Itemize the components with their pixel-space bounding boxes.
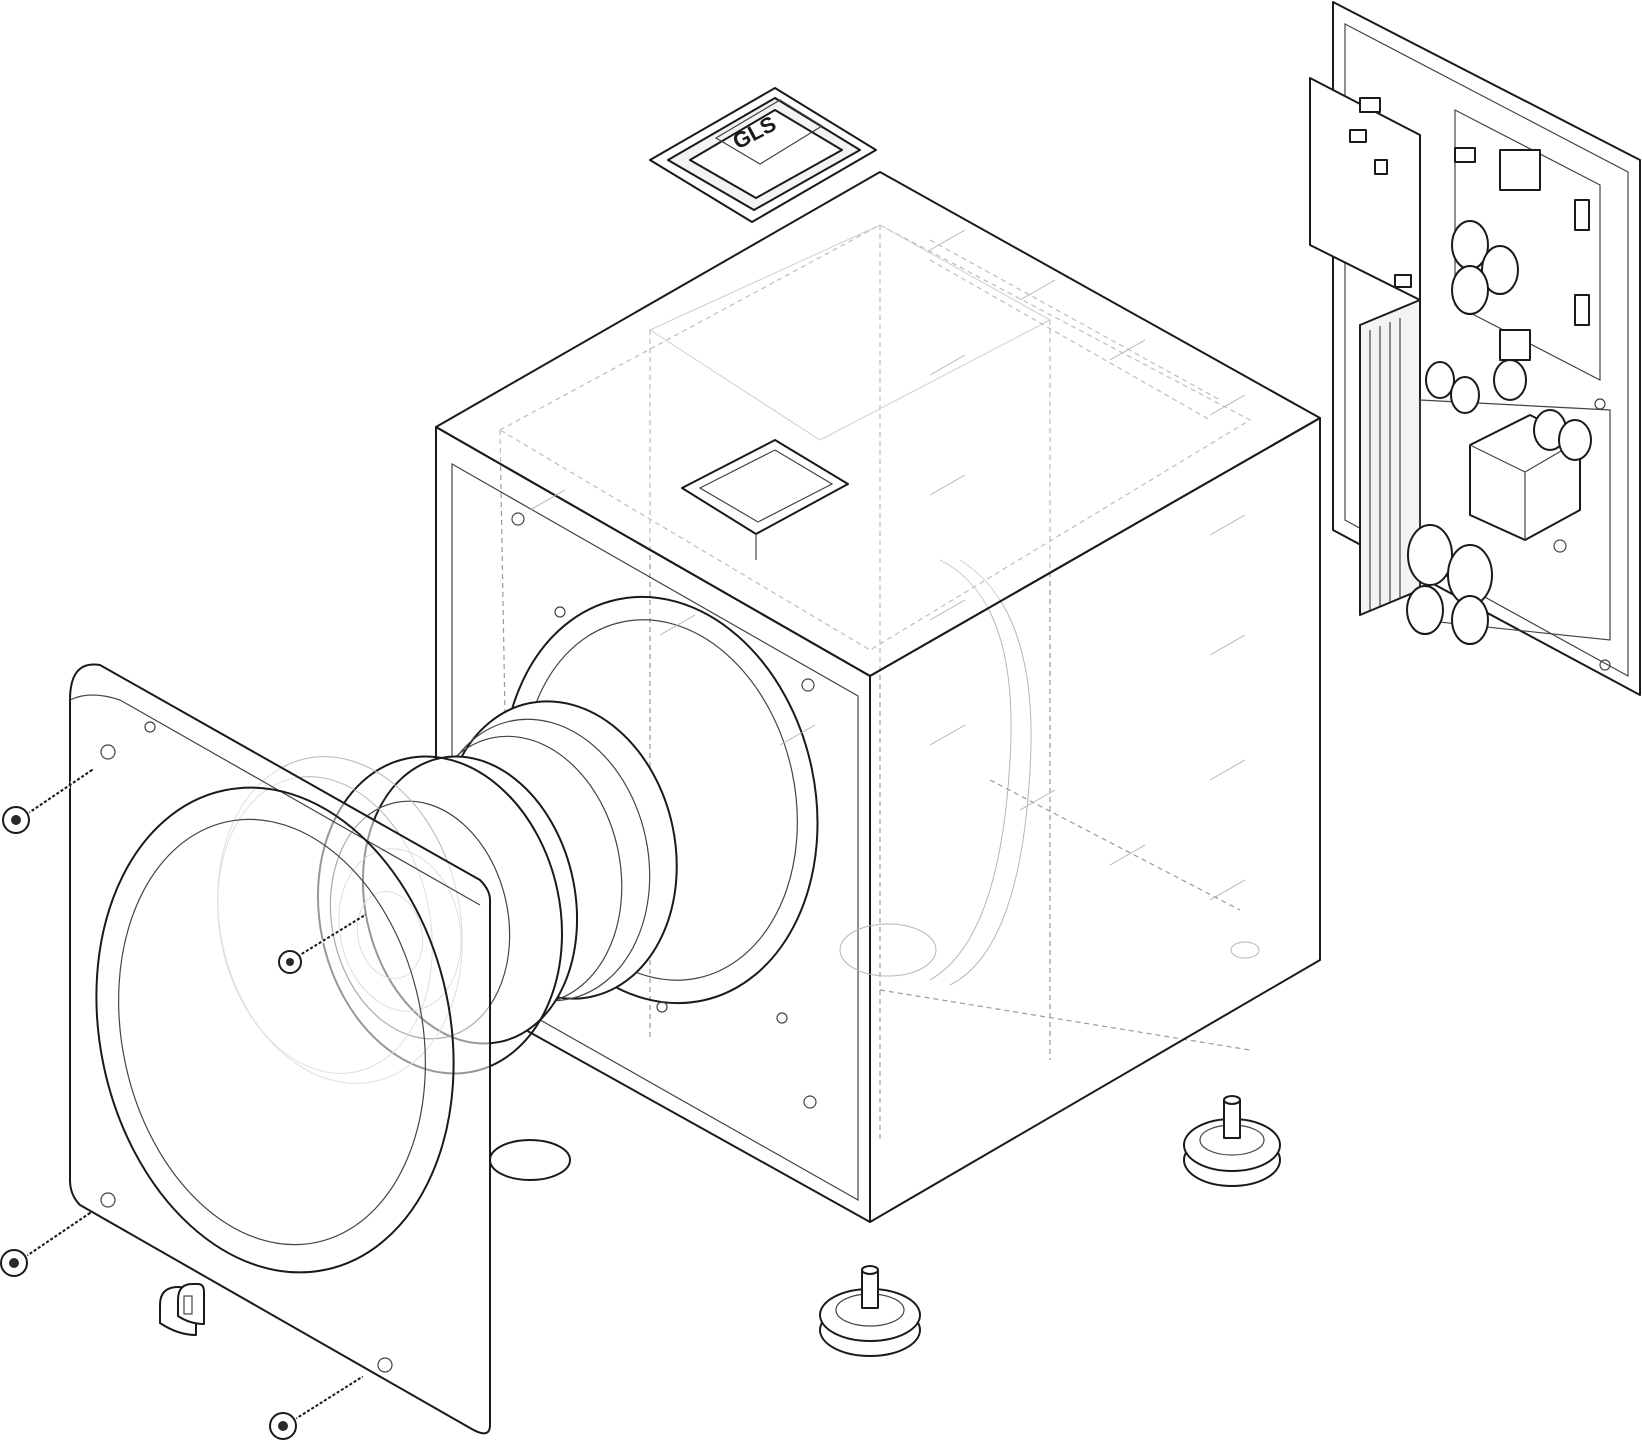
amplifier-plate	[1309, 1, 1641, 696]
brand-mark	[159, 1283, 205, 1336]
front-baffle-panel	[69, 663, 491, 1435]
baffle-screw-bottom-right	[269, 1374, 364, 1440]
baffle-screw-top	[2, 767, 94, 834]
cabinet-foot-right	[1183, 1095, 1281, 1187]
cabinet-fasteners	[529, 229, 1246, 901]
baffle-screw-bottom-left	[0, 1210, 92, 1277]
cabinet-foot-left	[819, 1265, 921, 1357]
capacitors	[1406, 220, 1592, 645]
top-badge-plate: GLS	[649, 87, 877, 223]
cabinet-hidden-lines	[498, 224, 1252, 1140]
enclosure-cabinet	[435, 171, 1321, 1223]
driver-screw	[278, 913, 367, 974]
